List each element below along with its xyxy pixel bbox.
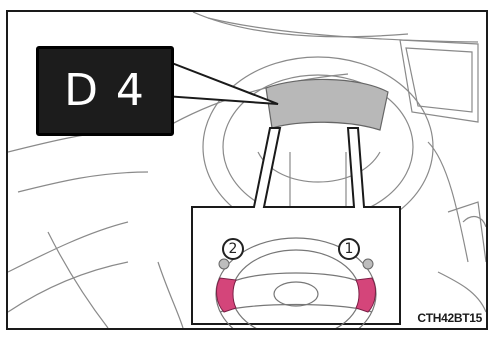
gear-display-callout: D 4 [36,46,174,136]
paddle-label-1: 1 [338,238,360,260]
figure-code: CTH42BT15 [417,311,482,325]
paddle-label-2: 2 [222,238,244,260]
gear-display-text: D 4 [64,69,146,113]
illustration-frame: D 4 2 1 CTH42BT15 [6,10,488,330]
